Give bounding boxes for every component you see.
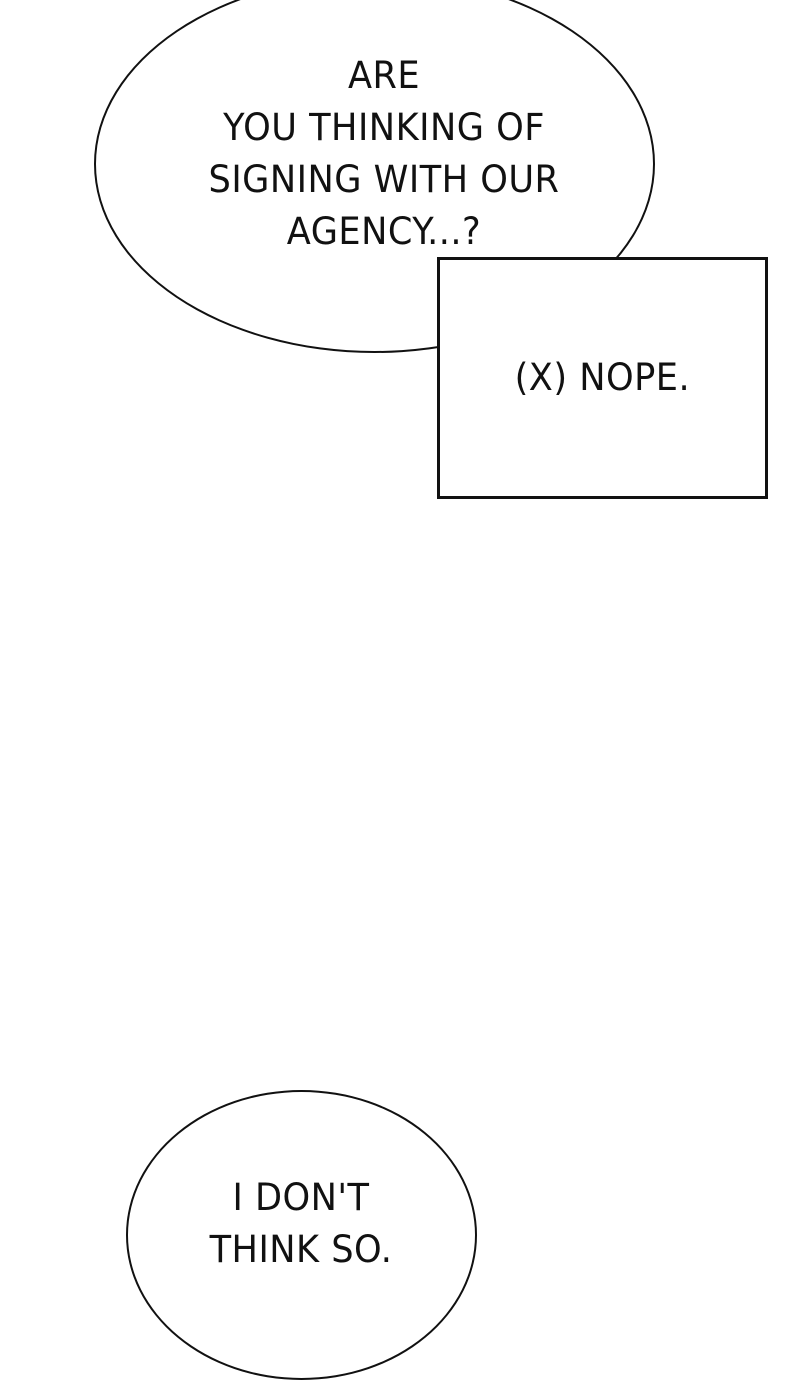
line: YOU THINKING OF (223, 106, 545, 149)
caption-box: (X) NOPE. (437, 257, 768, 499)
speech-text-top: ARE YOU THINKING OF SIGNING WITH OUR AGE… (147, 50, 622, 258)
speech-text-bottom: I DON'T THINK SO. (159, 1172, 444, 1276)
line: I DON'T (232, 1176, 370, 1219)
line: SIGNING WITH OUR (208, 158, 560, 201)
line: ARE (347, 54, 421, 97)
caption-text: (X) NOPE. (514, 356, 691, 399)
line: AGENCY...? (286, 210, 482, 253)
line: THINK SO. (209, 1228, 393, 1271)
